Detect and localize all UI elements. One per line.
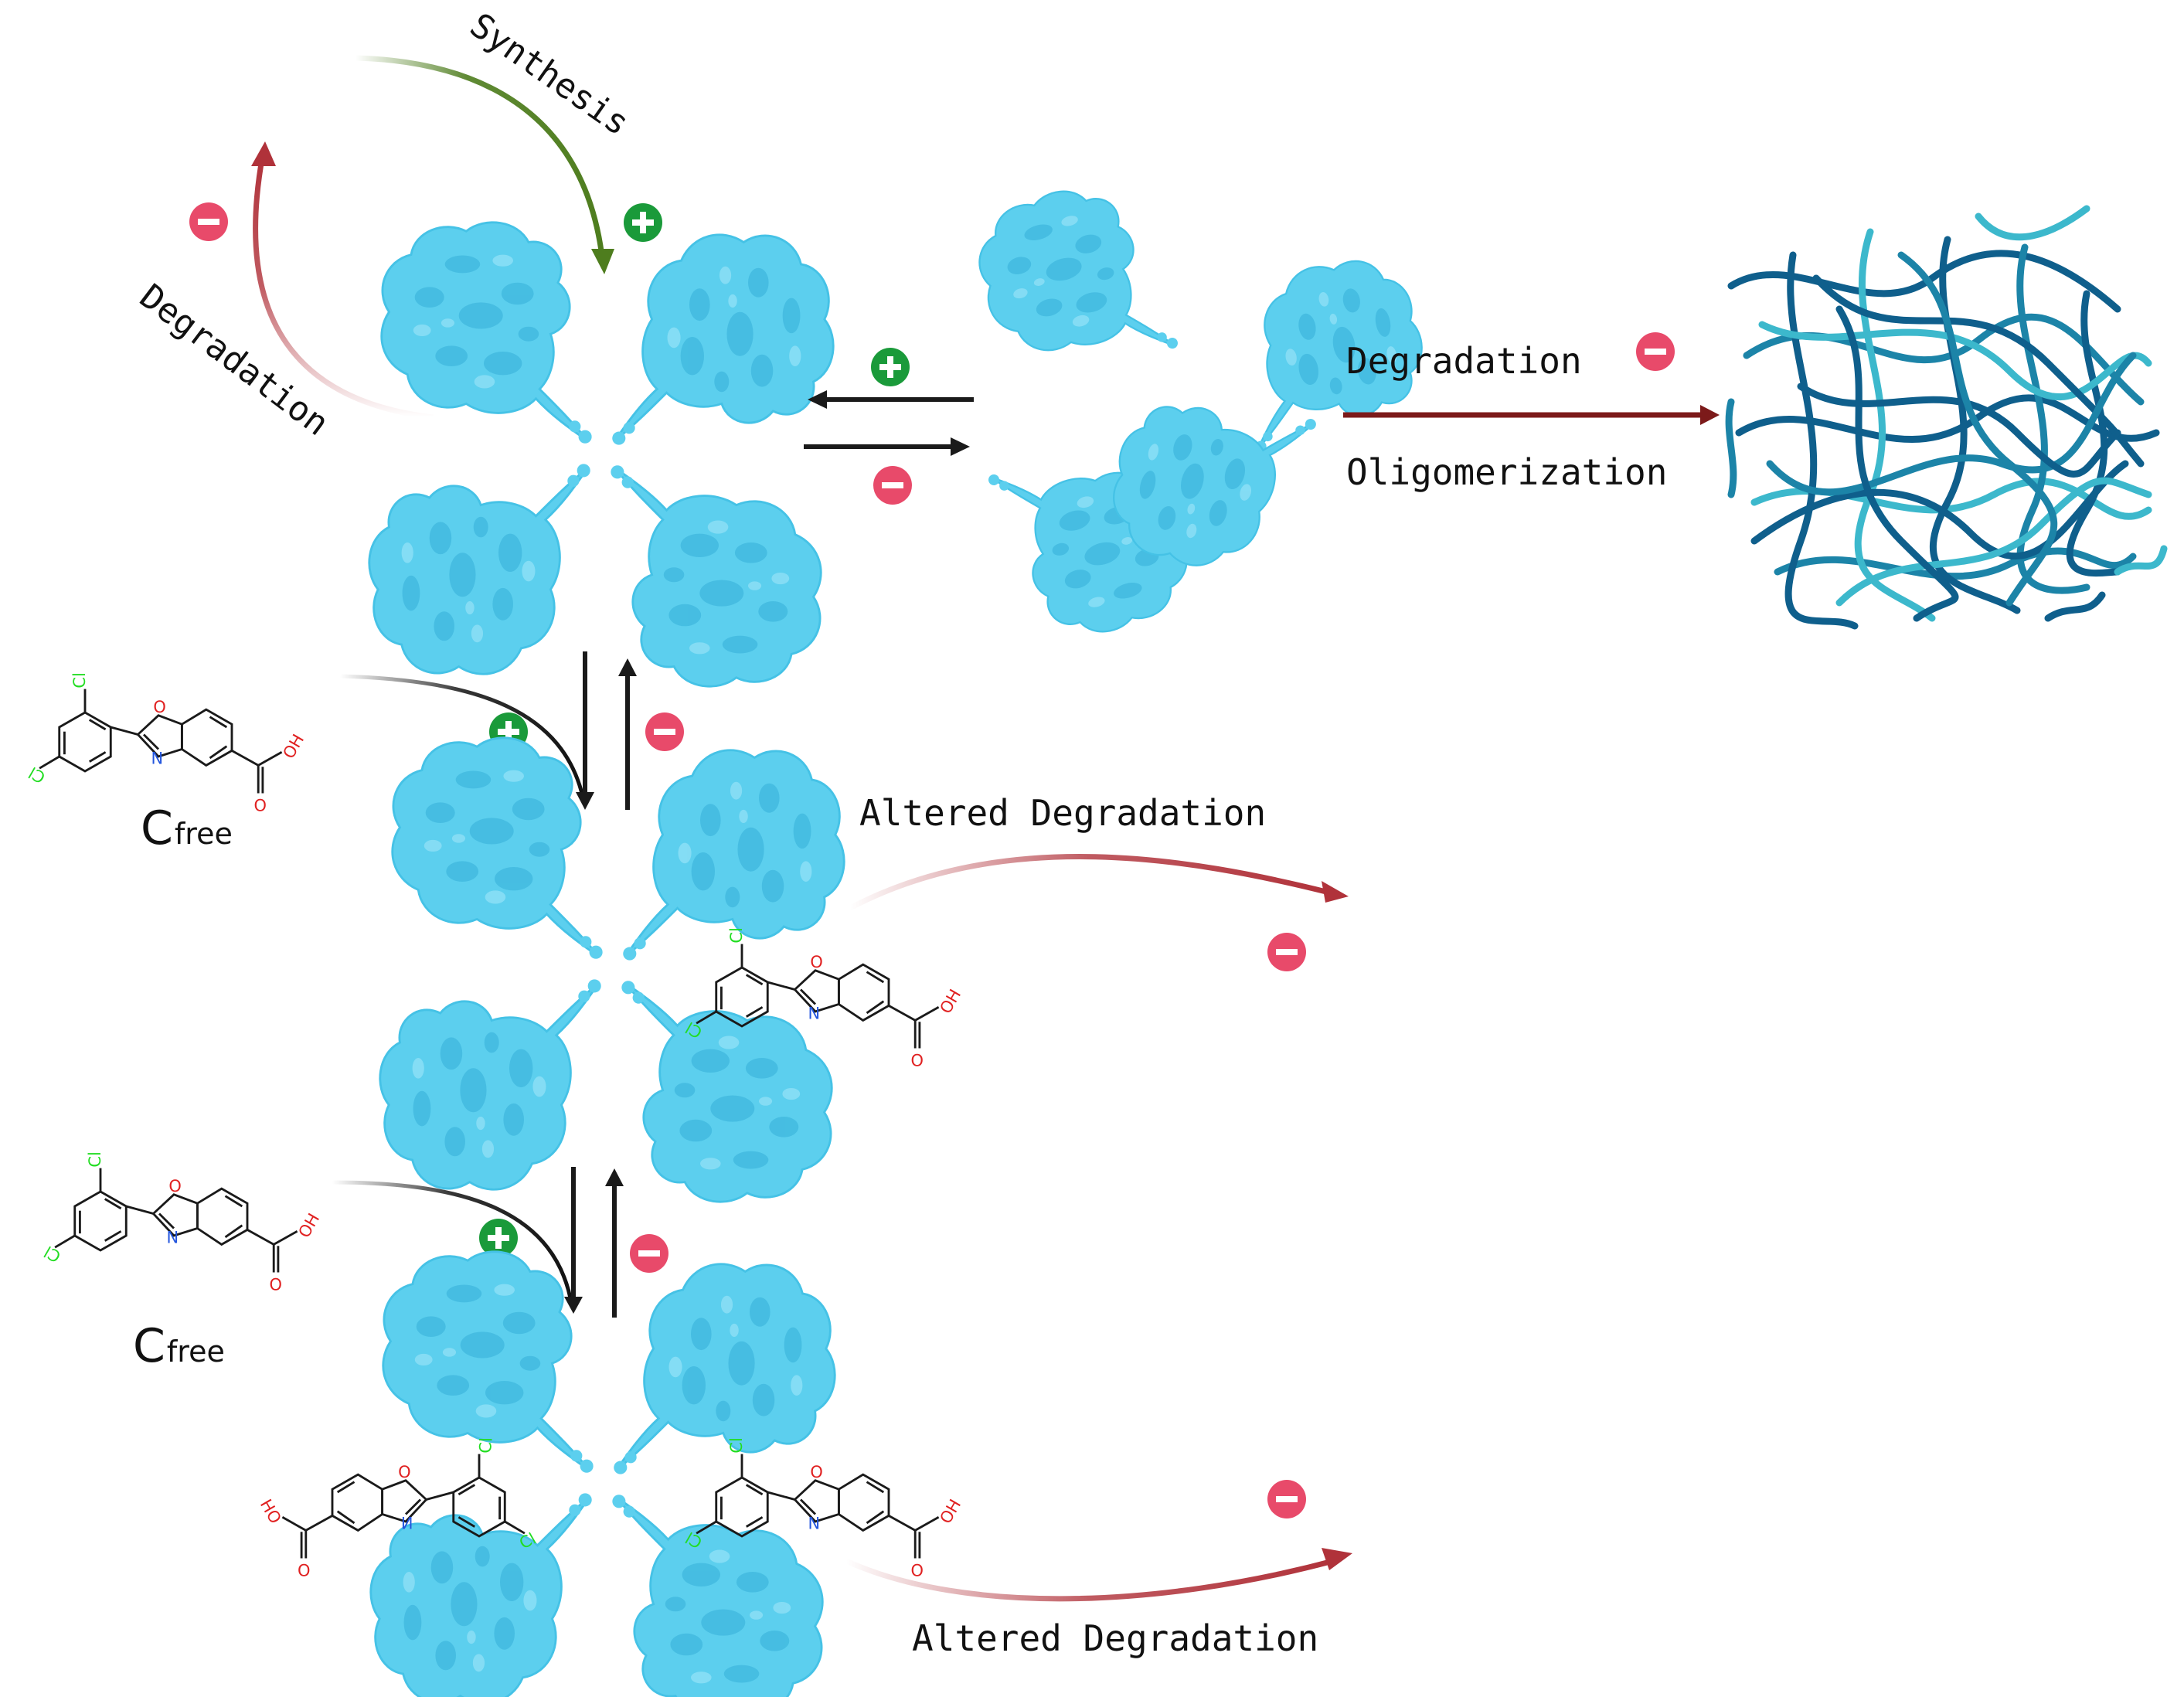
altered-degradation-label-2: Altered Degradation — [912, 1617, 1318, 1659]
degradation-label-right: Degradation — [1346, 340, 1582, 382]
ligand-free-2 — [39, 1150, 325, 1295]
minus-sign-icon — [1267, 933, 1306, 971]
plus-sign-icon — [871, 348, 910, 386]
minus-sign-icon — [1636, 332, 1675, 371]
cfree-label-1: Cfree — [141, 801, 233, 855]
degradation-arrowhead-left — [251, 141, 276, 166]
binding-arrow-1 — [339, 674, 586, 801]
degradation-arrow-left — [253, 154, 434, 420]
minus-sign-icon — [189, 202, 228, 241]
minus-sign-icon — [1267, 1480, 1306, 1518]
minus-sign-icon — [873, 466, 912, 505]
altered-degradation-arrow-1 — [849, 854, 1330, 911]
synthesis-arrow — [355, 55, 606, 264]
tetramer-apo — [369, 223, 833, 686]
tetramer-two-ligands — [255, 1252, 966, 1697]
plus-sign-icon — [624, 203, 662, 242]
ligand-free-1 — [24, 671, 309, 816]
plus-sign-icon — [479, 1219, 518, 1257]
altered-degradation-arrow-2 — [845, 1558, 1334, 1602]
binding-arrow-2 — [332, 1180, 574, 1307]
degradation-label-left: Degradation — [132, 277, 335, 444]
synthesis-arrowhead — [591, 249, 614, 274]
monomers — [964, 171, 1437, 652]
altered-degradation-label-1: Altered Degradation — [859, 792, 1266, 834]
synthesis-label: Synthesis — [463, 5, 637, 144]
oligomerization-label: Oligomerization — [1346, 451, 1667, 493]
aggregate-fibers — [1725, 205, 2168, 630]
minus-sign-icon — [645, 712, 684, 751]
cfree-label-2: Cfree — [133, 1319, 225, 1373]
minus-sign-icon — [630, 1234, 668, 1273]
